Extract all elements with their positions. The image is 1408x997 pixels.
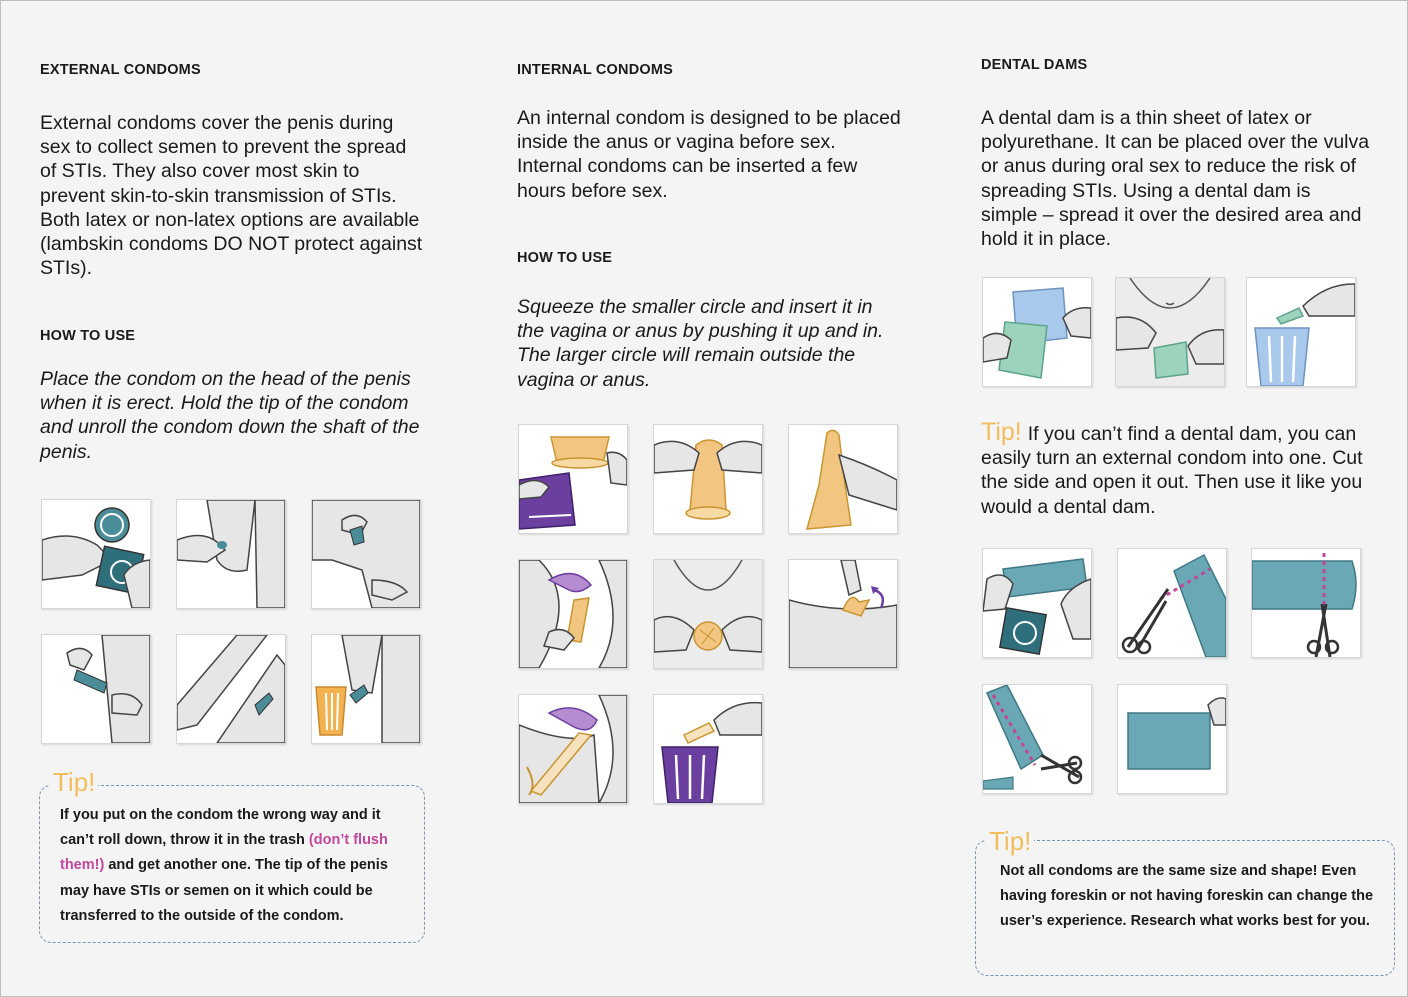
internal-condoms-description: An internal condom is designed to be pla… [517, 107, 901, 202]
internal-step-6-illustration [788, 559, 898, 669]
external-condoms-description: External condoms cover the penis during … [40, 112, 423, 280]
dental-cut-step-2-illustration [1117, 548, 1227, 658]
dental-inline-tip-label: Tip! [981, 418, 1022, 446]
internal-step-3-illustration [788, 424, 898, 534]
dental-step-2-illustration [1115, 277, 1225, 387]
dental-dams-heading: DENTAL DAMS [981, 57, 1088, 73]
external-tip-label: Tip! [50, 768, 99, 796]
dental-inline-tip-text: If you can’t find a dental dam, you can … [981, 423, 1363, 518]
dental-cut-step-1-illustration [982, 548, 1092, 658]
dental-tip-box: Tip! Not all condoms are the same size a… [975, 827, 1395, 976]
dental-inline-tip: Tip!If you can’t find a dental dam, you … [981, 420, 1371, 519]
internal-howto-text: Squeeze the smaller circle and insert it… [517, 296, 884, 391]
external-step-6-illustration [311, 634, 421, 744]
external-step-5-illustration [176, 634, 286, 744]
dental-cut-step-4-illustration [982, 684, 1092, 794]
internal-howto-heading: HOW TO USE [517, 250, 613, 266]
external-tip-text-part-1: If you put on the condom the wrong way a… [60, 807, 381, 849]
external-step-3-illustration [311, 499, 421, 609]
external-condoms-heading: EXTERNAL CONDOMS [40, 62, 201, 78]
internal-step-5-illustration [653, 559, 763, 669]
internal-step-8-illustration [653, 694, 763, 804]
external-step-1-illustration [41, 499, 151, 609]
dental-cut-step-5-illustration [1117, 684, 1227, 794]
external-tip-text: If you put on the condom the wrong way a… [60, 803, 410, 929]
external-step-2-illustration [176, 499, 286, 609]
dental-step-1-illustration [982, 277, 1092, 387]
internal-condoms-heading: INTERNAL CONDOMS [517, 62, 673, 78]
internal-step-1-illustration [518, 424, 628, 534]
internal-step-4-illustration [518, 559, 628, 669]
internal-step-2-illustration [653, 424, 763, 534]
external-step-4-illustration [41, 634, 151, 744]
external-howto-heading: HOW TO USE [40, 328, 136, 344]
dental-step-3-illustration [1246, 277, 1356, 387]
external-tip-text-highlight: (don’t flush them!) [60, 832, 388, 874]
dental-tip-text: Not all condoms are the same size and sh… [1000, 863, 1374, 930]
external-howto-text: Place the condom on the head of the peni… [40, 368, 420, 463]
dental-dams-description: A dental dam is a thin sheet of latex or… [981, 107, 1370, 251]
dental-cut-step-3-illustration [1251, 548, 1361, 658]
dental-tip-label: Tip! [986, 827, 1035, 855]
internal-step-7-illustration [518, 694, 628, 804]
external-tip-text-part-2: and get another one. The tip of the peni… [60, 857, 388, 924]
external-tip-box: Tip! If you put on the condom the wrong … [39, 768, 425, 943]
